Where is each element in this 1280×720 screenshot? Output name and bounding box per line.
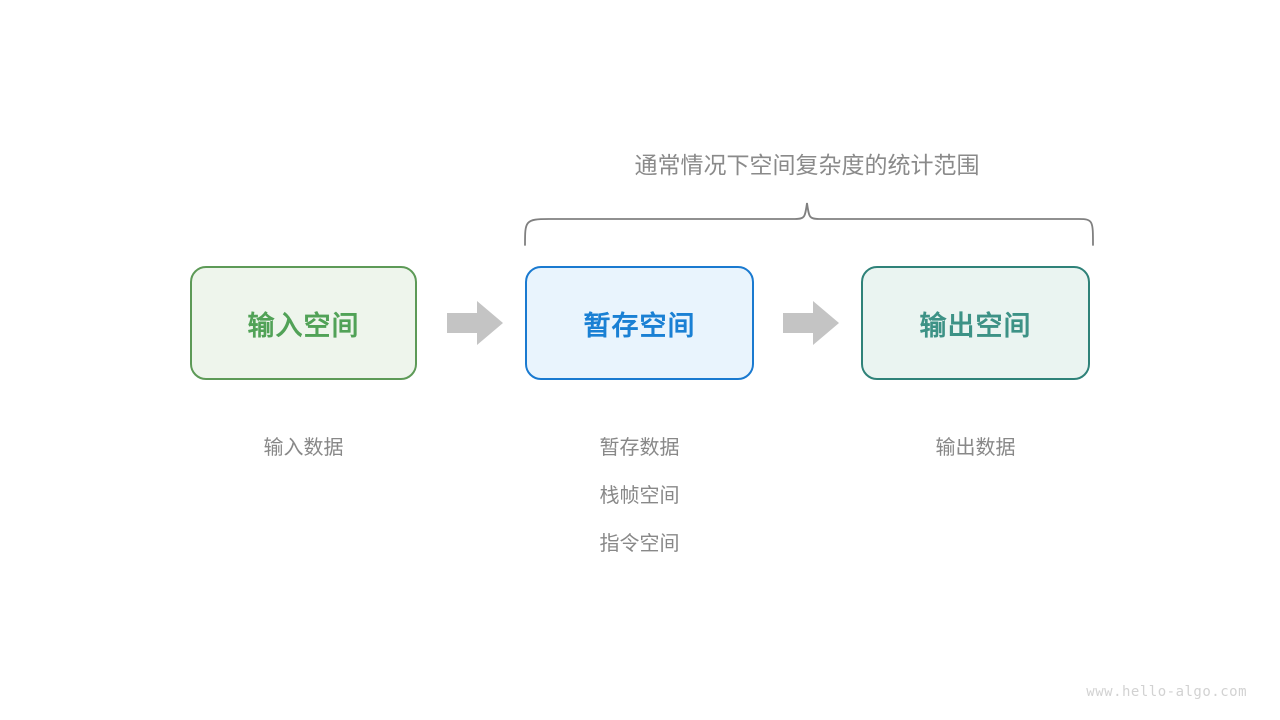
box-output-space-label: 输出空间 — [919, 310, 1032, 341]
arrow-right-icon-2 — [783, 301, 839, 345]
box-temp-space-label: 暂存空间 — [583, 310, 696, 341]
box-input-space-label: 输入空间 — [247, 310, 360, 341]
caption-line: 暂存数据 — [599, 437, 680, 459]
watermark: www.hello-algo.com — [1086, 684, 1247, 700]
caption-line: 栈帧空间 — [599, 485, 680, 507]
caption-input-space: 输入数据 — [190, 424, 417, 472]
box-output-space[interactable]: 输出空间 — [861, 266, 1090, 380]
caption-line: 指令空间 — [599, 533, 680, 555]
scope-title-lead: 通常情况下 — [634, 152, 750, 178]
arrow-right-icon-1 — [447, 301, 503, 345]
caption-temp-space: 暂存数据 栈帧空间 指令空间 — [525, 424, 754, 568]
caption-line: 输出数据 — [935, 437, 1016, 459]
caption-line: 输入数据 — [263, 437, 344, 459]
box-input-space[interactable]: 输入空间 — [190, 266, 417, 380]
box-temp-space[interactable]: 暂存空间 — [525, 266, 754, 380]
scope-title-strong: 空间复杂度 — [749, 152, 865, 178]
caption-output-space: 输出数据 — [861, 424, 1090, 472]
scope-brace-icon — [524, 202, 1094, 246]
scope-title-tail: 的统计范围 — [864, 152, 980, 178]
scope-title: 通常情况下空间复杂度的统计范围 — [635, 146, 980, 180]
